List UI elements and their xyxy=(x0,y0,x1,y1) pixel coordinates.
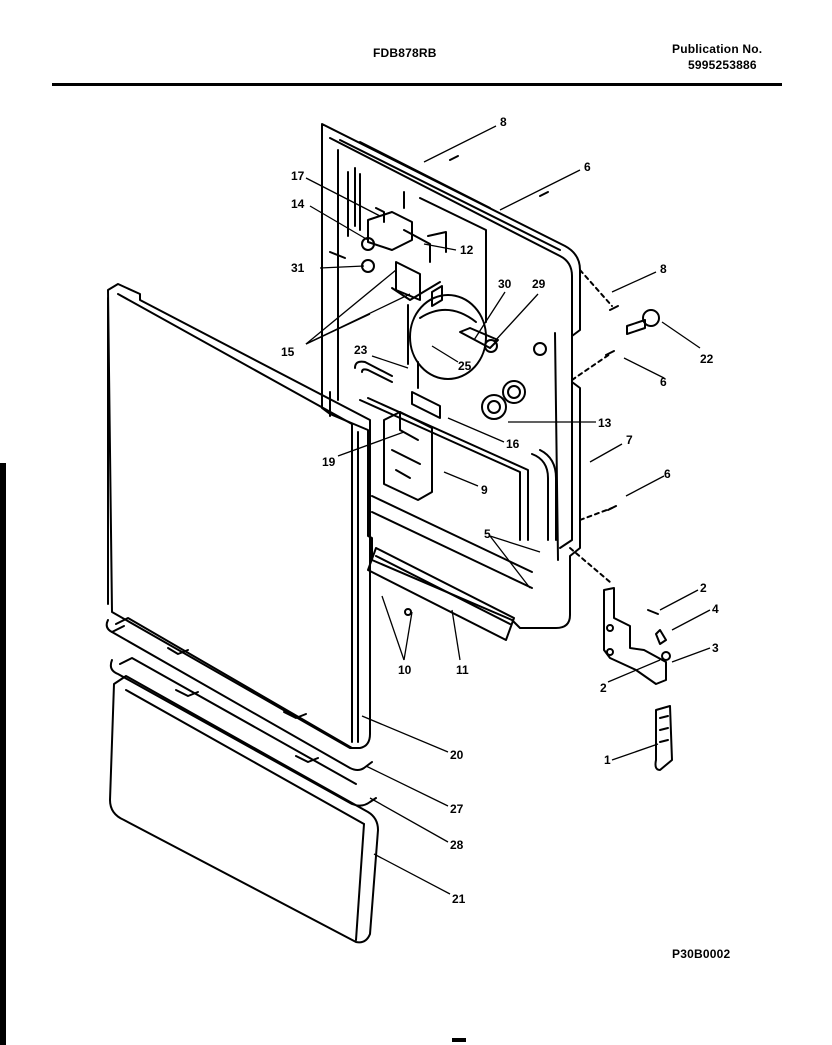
callout-4: 4 xyxy=(712,602,719,616)
leader-dash-1 xyxy=(579,269,613,307)
callout-14: 14 xyxy=(291,197,305,211)
bottom-tick-mark xyxy=(452,1038,466,1042)
leader-dash-4 xyxy=(579,507,613,521)
callout-6-mid: 6 xyxy=(660,375,667,389)
gasket-28 xyxy=(109,657,377,807)
callout-6-low: 6 xyxy=(664,467,671,481)
callout-17: 17 xyxy=(291,169,305,183)
callout-16: 16 xyxy=(506,437,520,451)
callout-6-top: 6 xyxy=(584,160,591,174)
callout-15-left: 15 xyxy=(281,345,295,359)
inner-door-panel xyxy=(321,123,581,629)
inner-channel xyxy=(354,360,557,589)
publication-number: 5995253886 xyxy=(688,58,757,72)
callout-11: 11 xyxy=(456,663,469,677)
callout-labels: 8 6 17 14 12 31 30 29 8 15 23 25 22 6 13… xyxy=(281,115,719,906)
callout-30: 30 xyxy=(498,277,512,291)
callout-3: 3 xyxy=(712,641,719,655)
header-rule xyxy=(52,83,782,86)
callout-10: 10 xyxy=(398,663,412,677)
callout-29: 29 xyxy=(532,277,546,291)
kick-panel xyxy=(109,675,379,944)
callout-5: 5 xyxy=(484,527,491,541)
callout-13: 13 xyxy=(598,416,612,430)
callout-28: 28 xyxy=(450,838,464,852)
callout-8-top: 8 xyxy=(500,115,507,129)
callout-2-top: 2 xyxy=(700,581,707,595)
callout-20: 20 xyxy=(450,748,464,762)
callout-27: 27 xyxy=(450,802,464,816)
knob-22 xyxy=(626,309,660,335)
latch-assembly xyxy=(361,207,447,307)
screws xyxy=(404,155,619,616)
gasket-27 xyxy=(105,617,373,771)
callout-7: 7 xyxy=(626,433,633,447)
callout-1: 1 xyxy=(604,753,611,767)
callout-25: 25 xyxy=(458,359,472,373)
callout-23: 23 xyxy=(354,343,368,357)
scan-edge-mark xyxy=(0,463,6,1045)
callout-2-bottom: 2 xyxy=(600,681,607,695)
callout-19: 19 xyxy=(322,455,336,469)
leader-lines xyxy=(305,125,711,895)
publication-label: Publication No. xyxy=(672,42,763,56)
leader-dash-2 xyxy=(571,353,611,381)
leader-dash-3 xyxy=(569,547,611,583)
hinge-bracket xyxy=(603,587,671,685)
trim-strip xyxy=(367,547,515,641)
figure-code: P30B0002 xyxy=(672,947,731,961)
callout-21: 21 xyxy=(452,892,466,906)
outer-door-panel xyxy=(107,283,371,749)
switch-module xyxy=(383,361,441,501)
callout-22: 22 xyxy=(700,352,714,366)
detergent-dispenser-disc xyxy=(409,294,499,380)
hinge-pin-1 xyxy=(654,705,673,771)
callout-8-side: 8 xyxy=(660,262,667,276)
model-number: FDB878RB xyxy=(373,46,437,60)
callout-31: 31 xyxy=(291,261,305,275)
callout-9: 9 xyxy=(481,483,488,497)
callout-12: 12 xyxy=(460,243,474,257)
